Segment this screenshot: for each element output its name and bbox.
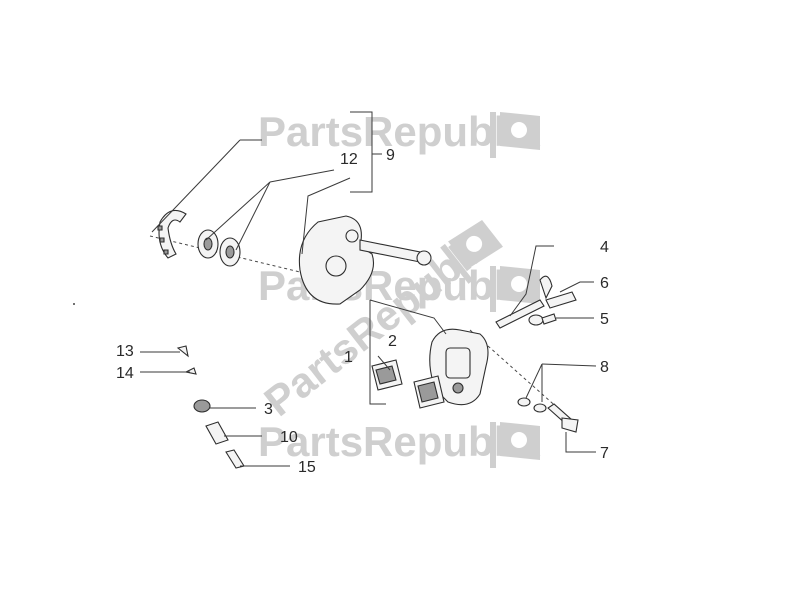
callout-4: 4 (600, 239, 609, 256)
callout-7: 7 (600, 445, 609, 462)
cable-tie (184, 367, 197, 375)
bleed-valve (225, 449, 245, 469)
caliper-bolt (547, 403, 579, 433)
washer (533, 403, 547, 413)
callout-10: 10 (280, 429, 298, 446)
watermark-text: PartsRepublik (258, 418, 541, 465)
cable-clip (176, 345, 189, 358)
callout-14: 14 (116, 365, 134, 382)
bearing (219, 237, 241, 267)
watermark-layer: PartsRepublik PartsRepublik PartsRepubli… (256, 108, 541, 468)
pad-pin (495, 275, 553, 329)
assembly-axis (149, 235, 301, 273)
stray-dot (73, 303, 75, 305)
gear-flag-icon (490, 112, 540, 158)
callout-1: 1 (344, 349, 353, 366)
callout-5: 5 (600, 311, 609, 328)
callout-6: 6 (600, 275, 609, 292)
caliper-support-bracket (298, 215, 432, 305)
gear-flag-icon (440, 219, 503, 284)
tone-wheel-ring (157, 209, 187, 259)
callout-15: 15 (298, 459, 316, 476)
parts-layer (149, 209, 579, 469)
washer (517, 397, 531, 407)
callout-3: 3 (264, 401, 273, 418)
callout-2: 2 (388, 333, 397, 350)
callout-12: 12 (340, 151, 358, 168)
gear-flag-icon (490, 422, 540, 468)
brake-caliper (429, 328, 489, 406)
watermark-bottom: PartsRepublik (258, 418, 541, 468)
bearing (197, 229, 219, 259)
bleed-valve-cap (205, 421, 229, 445)
spring-clip (545, 291, 577, 309)
brake-pad (413, 375, 445, 409)
callout-8: 8 (600, 359, 609, 376)
leader-lines (140, 111, 597, 467)
watermark-top: PartsRepublik (258, 108, 541, 158)
bleed-screw (528, 313, 557, 326)
callout-9: 9 (386, 147, 395, 164)
callout-13: 13 (116, 343, 134, 360)
watermark-text: PartsRepublik (258, 108, 541, 155)
brake-pad (371, 359, 403, 391)
small-cap (193, 399, 211, 413)
callout-labels: 1 2 3 4 5 6 7 8 9 10 12 13 14 15 (116, 147, 609, 476)
